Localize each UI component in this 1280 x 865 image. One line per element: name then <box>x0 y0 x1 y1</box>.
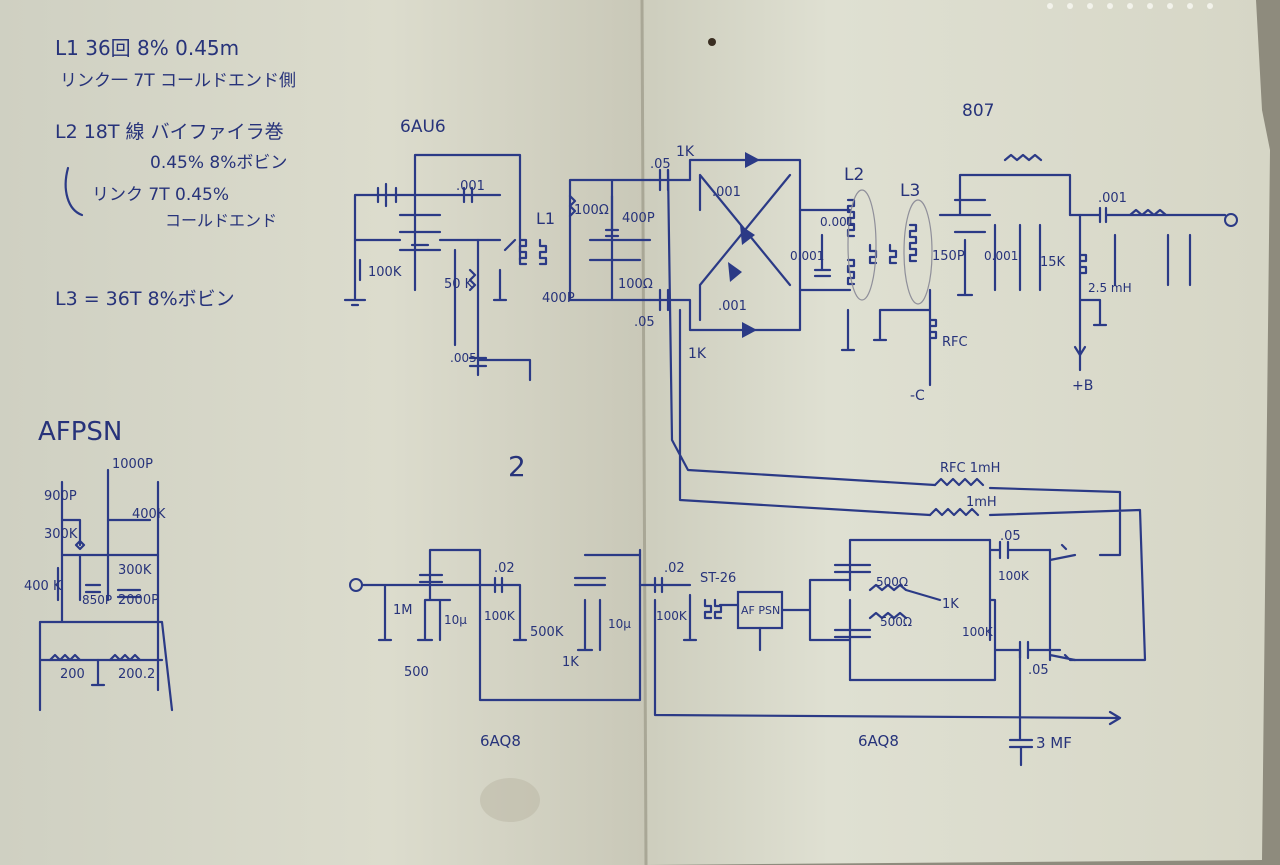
label-r-15k: 15K <box>1040 255 1066 270</box>
label-c-05-c: .05 <box>1000 529 1021 544</box>
label-c-005: .005 <box>450 351 477 365</box>
afpsn-label-300k-b: 300K <box>118 563 152 578</box>
label-rfc-a: RFC <box>942 335 968 350</box>
tube-label-6aq8-a: 6AQ8 <box>480 732 521 750</box>
label-c-001-pa: 0.001 <box>984 249 1018 263</box>
note-l1-line2: リンク一 7T コールドエンド側 <box>60 71 296 91</box>
label-plus-b: +B <box>1072 378 1093 394</box>
label-c-0001-a: 0.001 <box>820 215 854 229</box>
label-l3: L3 <box>900 181 920 201</box>
oscillator-stage: .001 100K 50 K .005 <box>343 153 532 382</box>
label-r-50k: 50 K <box>444 277 474 292</box>
tube-label-6aq8-b: 6AQ8 <box>858 732 899 750</box>
afpsn-network: AFPSN 1000P 900P 300K 400K 300K 400 K 85… <box>24 417 174 712</box>
note-l3-line1: L3 = 36T 8%ボビン <box>55 288 235 310</box>
label-c-3mf: 3 MF <box>1036 734 1072 752</box>
label-r-100-a: 100Ω <box>574 203 609 218</box>
label-minus-c: -C <box>910 388 925 404</box>
label-c-10u-b: 10μ <box>608 617 631 631</box>
pa-stage: L2 L3 0.001 0.001 150P RFC 0.001 15K .00… <box>790 153 1238 404</box>
label-c-02-b: .02 <box>664 561 685 576</box>
note-l2-line4: コールドエンド <box>165 211 277 230</box>
label-rfc-1mh: RFC 1mH <box>940 461 1000 476</box>
label-c-001-c: .001 <box>718 299 747 314</box>
l1-network: 100Ω 400P 100Ω 400P L1 <box>536 178 655 306</box>
label-c-001-b: .001 <box>712 185 741 200</box>
label-r-1m: 1M <box>393 603 413 618</box>
tube-label-6au6: 6AU6 <box>400 117 446 137</box>
label-l-1mh: 1mH <box>966 495 997 510</box>
label-r-100k-a: 100K <box>368 265 402 280</box>
label-l1: L1 <box>536 209 555 228</box>
label-c-05-d: .05 <box>1028 663 1049 678</box>
label-r-1k-c: 1K <box>562 655 579 670</box>
label-l2: L2 <box>844 165 864 185</box>
label-c-02-a: .02 <box>494 561 515 576</box>
switch-contacts <box>1048 543 1077 662</box>
stage-mark: 2 <box>508 450 526 483</box>
label-r-1k-d: 1K <box>942 597 959 612</box>
label-r-1k-a: 1K <box>676 144 695 160</box>
label-r-100k-b: 100K <box>484 609 516 623</box>
label-r-500-b: 500Ω <box>880 615 912 629</box>
audio-chain: 1M 10μ 500 .02 100K 500K 10μ 1K .02 100K… <box>349 529 1122 767</box>
diode-bridge: .05 1K .001 .05 1K .001 <box>634 144 802 362</box>
label-c-001-out: .001 <box>1098 191 1127 206</box>
afpsn-label-900p: 900P <box>44 489 77 504</box>
afpsn-label-300k: 300K <box>44 527 78 542</box>
afpsn-label-2000p: 2000P <box>118 593 159 608</box>
label-c-0001-b: 0.001 <box>790 249 824 263</box>
label-st26: ST-26 <box>700 571 736 586</box>
afpsn-label-1000p: 1000P <box>112 457 153 472</box>
winding-notes: L1 36回 8% 0.45m リンク一 7T コールドエンド側 L2 18T … <box>55 36 296 310</box>
afpsn-label-400k-b: 400 K <box>24 579 62 594</box>
label-r-100k-d: 100K <box>998 569 1030 583</box>
label-af-psn: AF PSN <box>741 604 780 617</box>
afpsn-label-850p: 850P <box>82 593 112 607</box>
label-l-25mh: 2.5 mH <box>1088 281 1132 295</box>
label-r-1k-b: 1K <box>688 346 707 362</box>
note-l2-line3: リンク 7T 0.45% <box>92 185 229 205</box>
modulation-feed: RFC 1mH 1mH <box>666 168 1147 662</box>
label-r-100-b: 100Ω <box>618 277 653 292</box>
afpsn-title: AFPSN <box>38 417 122 447</box>
label-r-500-a: 500Ω <box>876 575 908 589</box>
label-c-400p-b: 400P <box>542 291 575 306</box>
afpsn-label-200-2: 200.2 <box>118 667 155 682</box>
label-c-05-b: .05 <box>634 315 655 330</box>
note-l2-line2: 0.45% 8%ボビン <box>150 153 287 173</box>
note-l2-line1: L2 18T 線 バイファイラ巻 <box>55 121 284 143</box>
label-c-150p: 150P <box>932 249 965 264</box>
label-r-100k-c: 100K <box>656 609 688 623</box>
label-r-100k-e: 100K <box>962 625 994 639</box>
tube-label-807: 807 <box>962 101 994 121</box>
afpsn-label-200: 200 <box>60 667 85 682</box>
label-c-400p-a: 400P <box>622 211 655 226</box>
note-bracket <box>64 166 84 217</box>
afpsn-label-400k: 400K <box>132 507 166 522</box>
note-l1-line1: L1 36回 8% 0.45m <box>55 36 239 60</box>
label-r-500k: 500K <box>530 625 564 640</box>
label-c-001-a: .001 <box>456 179 485 194</box>
label-r-500: 500 <box>404 665 429 680</box>
label-c-10u-a: 10μ <box>444 613 467 627</box>
label-c-05-a: .05 <box>650 157 671 172</box>
